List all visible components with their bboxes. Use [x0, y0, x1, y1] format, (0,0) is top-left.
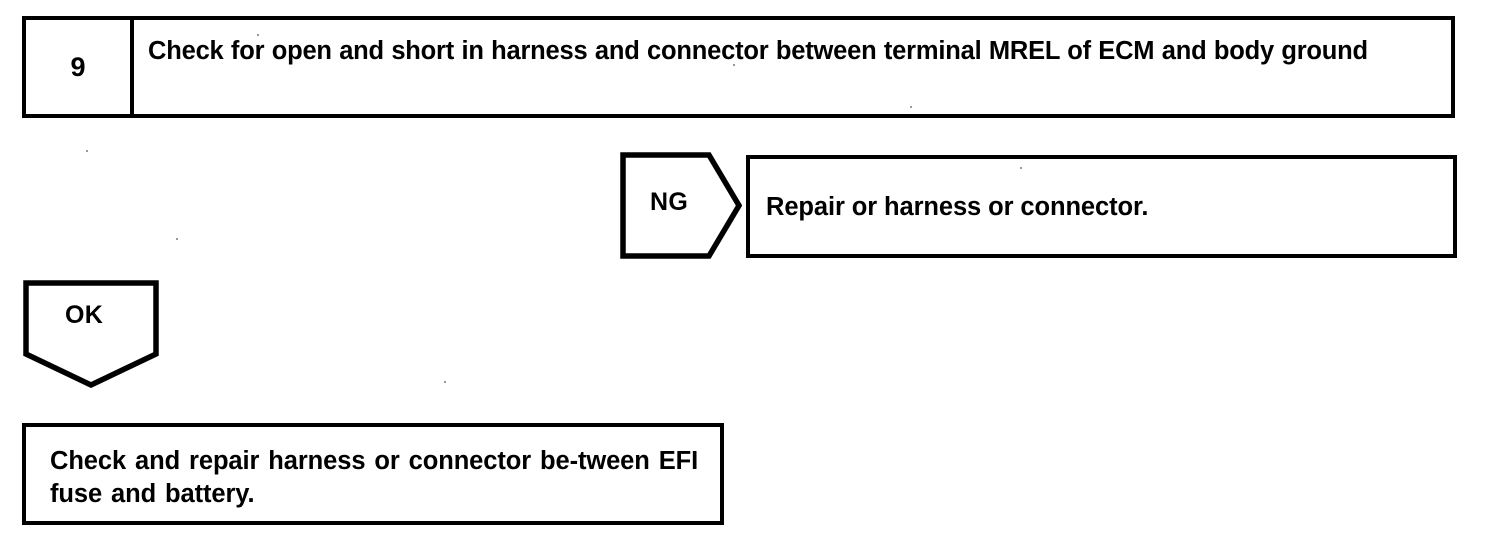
- step-instruction-cell: Check for open and short in harness and …: [134, 20, 1451, 114]
- step-number-cell: 9: [26, 20, 134, 114]
- ok-arrow-icon: [23, 280, 159, 388]
- ng-arrow-icon: [620, 152, 742, 259]
- ng-result-text: Repair or harness or connector.: [766, 192, 1149, 221]
- scan-speckle: [444, 381, 446, 383]
- ng-branch-label: NG: [650, 188, 689, 216]
- scan-speckle: [176, 238, 178, 240]
- step-table: 9 Check for open and short in harness an…: [22, 16, 1455, 118]
- ng-result-box: Repair or harness or connector.: [746, 155, 1457, 258]
- ok-branch-label: OK: [65, 301, 104, 329]
- scan-speckle: [86, 150, 88, 152]
- step-number: 9: [70, 51, 86, 82]
- final-action-box: Check and repair harness or connector be…: [22, 423, 724, 525]
- final-action-text: Check and repair harness or connector be…: [50, 447, 699, 508]
- step-instruction-text: Check for open and short in harness and …: [148, 37, 1368, 65]
